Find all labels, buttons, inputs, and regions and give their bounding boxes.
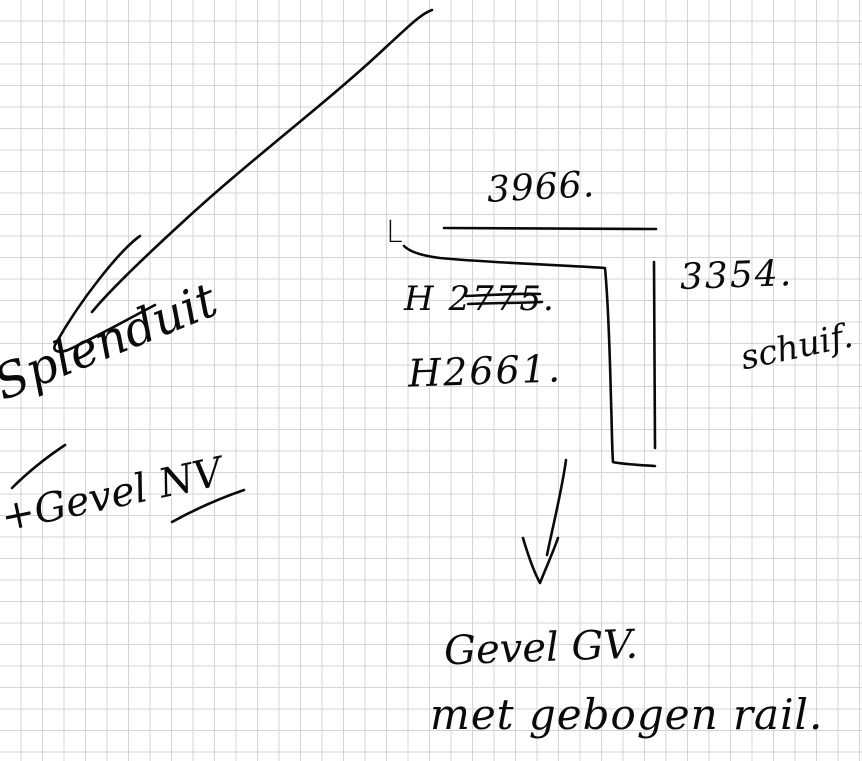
arrow-down-icon <box>521 458 568 585</box>
arrow-down-left-icon <box>53 8 434 353</box>
corner-mark: L <box>386 215 403 250</box>
code-struck-label: H 2775. <box>404 279 556 319</box>
bottom-sub-label: met gebogen rail. <box>430 690 824 739</box>
code-label: H2661. <box>407 346 563 396</box>
bottom-label: Gevel GV. <box>443 621 639 675</box>
dimension-line-right <box>652 260 657 450</box>
dimension-line-top <box>442 226 658 231</box>
dimension-right-label: 3354. <box>679 253 794 298</box>
code-strikethrough-2 <box>466 300 544 306</box>
code-strikethrough <box>464 292 542 298</box>
label-strikethrough <box>10 443 67 490</box>
nv-underline <box>170 488 246 524</box>
dimension-top-label: 3966. <box>485 164 597 211</box>
l-profile-outline <box>402 244 657 468</box>
